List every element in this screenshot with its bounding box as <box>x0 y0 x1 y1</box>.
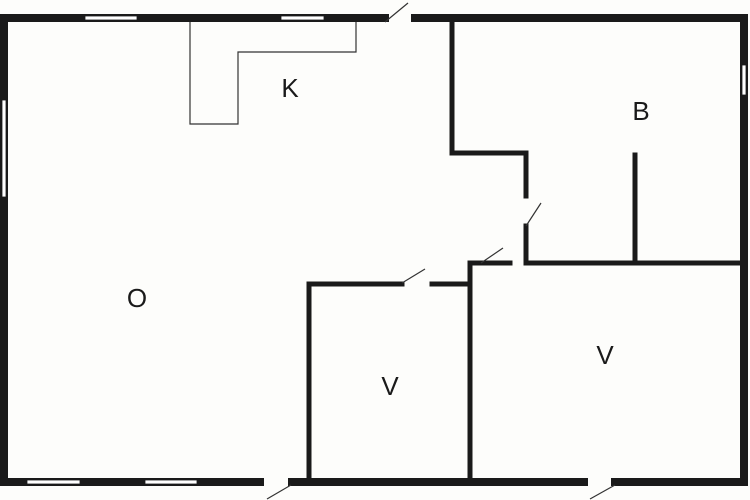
door-swing <box>266 484 292 500</box>
room-label-living: O <box>127 283 147 313</box>
room-label-bathroom: B <box>632 96 649 126</box>
room-label-kitchen: K <box>281 73 299 103</box>
window <box>84 15 138 21</box>
doors <box>266 2 616 500</box>
kitchen-counter <box>189 22 357 125</box>
door-swing <box>525 202 542 227</box>
exterior-walls <box>0 14 748 486</box>
window <box>144 479 198 485</box>
door-swing <box>401 268 426 284</box>
window <box>741 64 747 96</box>
room-labels: K B O V V <box>127 73 650 401</box>
door-swing <box>589 484 616 500</box>
room-label-bedroom-small: V <box>381 371 399 401</box>
interior-walls <box>306 19 747 485</box>
window <box>26 479 81 485</box>
door-swing <box>480 247 504 264</box>
windows <box>1 15 747 485</box>
door-swing <box>384 2 409 23</box>
room-label-bedroom-large: V <box>596 340 614 370</box>
window <box>1 99 7 198</box>
window <box>280 15 325 21</box>
